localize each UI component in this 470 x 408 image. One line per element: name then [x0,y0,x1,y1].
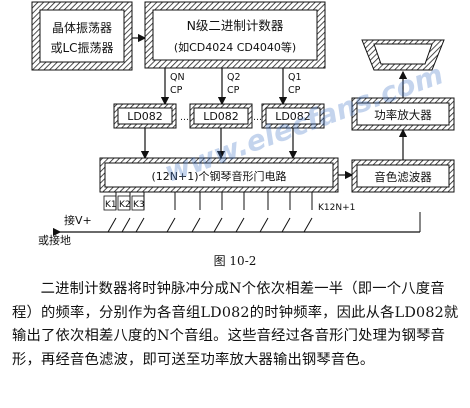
ld082-label-3: LD082 [275,110,311,123]
switch-k3: K3 [131,192,145,233]
cp-label-1: CP [170,85,183,96]
k1-label: K1 [105,200,117,210]
circuit-diagram: 晶体振荡器 或LC振荡器 N级二进制计数器 (如CD4024 CD4040等) … [31,1,455,247]
speaker-icon [361,39,445,71]
k2-label: K2 [119,200,131,210]
gate-label: (12N+1)个钢琴音形门电路 [151,169,286,183]
qn-label: QN [170,72,185,83]
oscillator-label-2: 或LC振荡器 [50,41,113,55]
amplifier-label: 功率放大器 [374,108,432,122]
oscillator-label-1: 晶体振荡器 [52,21,112,35]
q2-label: Q2 [227,72,241,83]
cp-label-3: CP [288,85,301,96]
cp-label-2: CP [227,85,240,96]
description-paragraph: 二进制计数器将时钟脉冲分成N个依次相差一半（即一个八度音程）的频率，分别作为各音… [12,281,459,368]
amplifier-block: 功率放大器 [351,97,455,131]
oscillator-block: 晶体振荡器 或LC振荡器 [31,1,133,71]
ellipsis-2: … [253,113,262,123]
filter-label: 音色滤波器 [374,170,432,184]
ld082-label-1: LD082 [127,110,163,123]
counter-outputs: QN CP Q2 CP Q1 CP [160,68,302,106]
ld082-label-2: LD082 [203,110,239,123]
switch-k2: K2 [117,192,131,233]
k3-label: K3 [133,200,145,210]
filter-block: 音色滤波器 [351,159,455,193]
counter-label-1: N级二进制计数器 [187,18,284,33]
ellipsis-1: … [180,113,189,123]
ld082-block-3: LD082 [261,103,325,129]
switch-middle [166,192,291,233]
ld082-block-1: LD082 [113,103,177,129]
counter-block: N级二进制计数器 (如CD4024 CD4040等) [144,1,326,69]
switch-bus [52,212,421,237]
ld082-block-2: LD082 [189,103,253,129]
figure-caption: 图 10-2 [213,254,257,268]
k12n1-label: K12N+1 [318,203,355,213]
gate-block: (12N+1)个钢琴音形门电路 [99,157,339,193]
switch-k1: K1 [103,192,117,233]
switch-k12n1: K12N+1 [303,192,355,233]
vplus-label: 接V+ [64,214,92,227]
ld-to-gate-arrows [140,128,298,160]
ground-label: 或接地 [38,234,71,247]
counter-label-2: (如CD4024 CD4040等) [174,40,296,54]
q1-label: Q1 [288,72,302,83]
